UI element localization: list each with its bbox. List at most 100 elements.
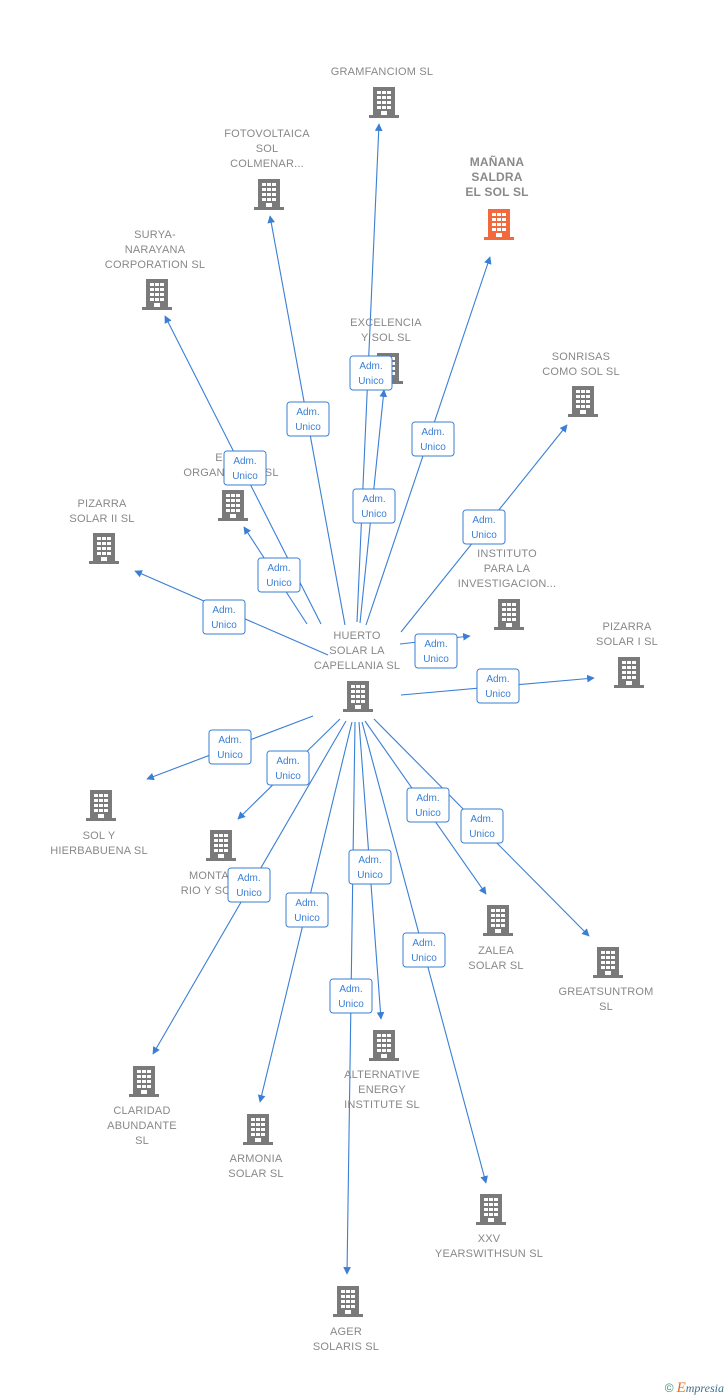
- node-label-line: EXCELENCIA: [350, 317, 422, 329]
- building-icon-manana[interactable]: [484, 209, 514, 240]
- role-tag-text: Unico: [211, 620, 237, 631]
- node-label-line: RIO Y SOL: [181, 885, 237, 897]
- building-icon-pizarra1[interactable]: [614, 657, 644, 688]
- node-label-line: SOLAR SL: [468, 960, 523, 972]
- role-tag-zalea[interactable]: Adm.Unico: [406, 787, 450, 823]
- node-label-line: MONTA: [189, 870, 229, 882]
- node-label-line: SL: [135, 1135, 149, 1147]
- building-icon-pizarra2[interactable]: [89, 533, 119, 564]
- node-label-line: AGER: [330, 1326, 362, 1338]
- role-tag-box: [462, 509, 506, 545]
- node-label-line: SURYA-: [134, 229, 176, 241]
- role-tag-text: Unico: [295, 422, 321, 433]
- role-tag-text: Unico: [469, 829, 495, 840]
- building-icon-zalea[interactable]: [483, 905, 513, 936]
- building-icon-greatsun[interactable]: [593, 947, 623, 978]
- role-tag-greatsun[interactable]: Adm. Unico: [460, 808, 504, 844]
- building-icon-ager[interactable]: [333, 1286, 363, 1317]
- role-tag-excelencia[interactable]: Adm.Unico: [352, 488, 396, 524]
- role-tag-text: Adm.: [237, 873, 260, 884]
- role-tag-text: Adm.: [362, 494, 385, 505]
- node-label-line: XXV: [478, 1233, 501, 1245]
- role-tag-box: [476, 668, 520, 704]
- building-icon-fotovoltaica[interactable]: [254, 179, 284, 210]
- role-tag-text: Unico: [266, 578, 292, 589]
- node-label-line: ABUNDANTE: [107, 1120, 177, 1132]
- role-tag-fotovoltaica[interactable]: Adm. Unico: [286, 401, 330, 437]
- node-label-line: SONRISAS: [552, 351, 610, 363]
- role-tag-box: [286, 401, 330, 437]
- role-tag-box: [402, 932, 446, 968]
- role-tag-pizarra1[interactable]: Adm.Unico: [476, 668, 520, 704]
- role-tag-text: Unico: [275, 771, 301, 782]
- building-icon-alternative[interactable]: [369, 1030, 399, 1061]
- role-tag-ager[interactable]: Adm.Unico: [329, 978, 373, 1014]
- role-tag-text: Adm.: [233, 456, 256, 467]
- role-tag-box: [406, 787, 450, 823]
- role-tag-text: Adm.: [276, 756, 299, 767]
- role-tag-elite[interactable]: Adm.Unico: [257, 557, 301, 593]
- building-icon-gramfanciom[interactable]: [369, 87, 399, 118]
- building-icon-claridad[interactable]: [129, 1066, 159, 1097]
- role-tag-alternative[interactable]: Adm.Unico: [348, 849, 392, 885]
- building-icon-solhierba[interactable]: [86, 790, 116, 821]
- role-tag-box: [285, 892, 329, 928]
- brand-name: mpresia: [685, 1381, 724, 1395]
- building-icon-xxv[interactable]: [476, 1194, 506, 1225]
- node-label-line: INSTITUTE SL: [344, 1099, 420, 1111]
- node-label-line: ALTERNATIVE: [344, 1069, 420, 1081]
- role-tag-box: [223, 450, 267, 486]
- role-tag-sonrisas[interactable]: Adm.Unico: [462, 509, 506, 545]
- node-label-line: SOLAR LA: [329, 645, 385, 657]
- node-label-line: CAPELLANIA SL: [314, 660, 400, 672]
- role-tag-manana[interactable]: Adm.Unico: [411, 421, 455, 457]
- building-icon-montario[interactable]: [206, 830, 236, 861]
- role-tag-solhierba[interactable]: Adm.Unico: [208, 729, 252, 765]
- building-icon-armonia[interactable]: [243, 1114, 273, 1145]
- building-icon-instituto[interactable]: [494, 599, 524, 630]
- role-tag-gramfanciom[interactable]: Adm.Unico: [349, 355, 393, 391]
- node-label-montario[interactable]: MONTA RIO Y SOL: [181, 870, 237, 897]
- building-icon-center[interactable]: [343, 681, 373, 712]
- role-tag-montario[interactable]: Adm. Unico: [266, 750, 310, 786]
- role-tag-instituto[interactable]: Adm.Unico: [414, 633, 458, 669]
- role-tag-text: Adm.: [296, 407, 319, 418]
- role-tag-text: Adm.: [470, 814, 493, 825]
- role-tag-text: Adm.: [416, 793, 439, 804]
- role-tag-text: Unico: [471, 530, 497, 541]
- node-label-gramfanciom[interactable]: GRAMFANCIOM SL: [331, 66, 433, 78]
- role-tag-armonia[interactable]: Adm.Unico: [285, 892, 329, 928]
- role-tag-text: Unico: [411, 953, 437, 964]
- role-tag-box: [208, 729, 252, 765]
- building-icon-elite[interactable]: [218, 490, 248, 521]
- building-icon-sonrisas[interactable]: [568, 386, 598, 417]
- role-tag-text: Unico: [232, 471, 258, 482]
- role-tag-claridad[interactable]: Adm.Unico: [227, 867, 271, 903]
- node-label-line: INVESTIGACION...: [458, 578, 557, 590]
- building-icon-surya[interactable]: [142, 279, 172, 310]
- role-tag-pizarra2[interactable]: Adm.Unico: [202, 599, 246, 635]
- role-tag-xxv[interactable]: Adm.Unico: [402, 932, 446, 968]
- role-tag-text: Adm.: [358, 855, 381, 866]
- role-tag-surya[interactable]: Adm. Unico: [223, 450, 267, 486]
- copyright-symbol: ©: [664, 1381, 674, 1395]
- role-tag-box: [257, 557, 301, 593]
